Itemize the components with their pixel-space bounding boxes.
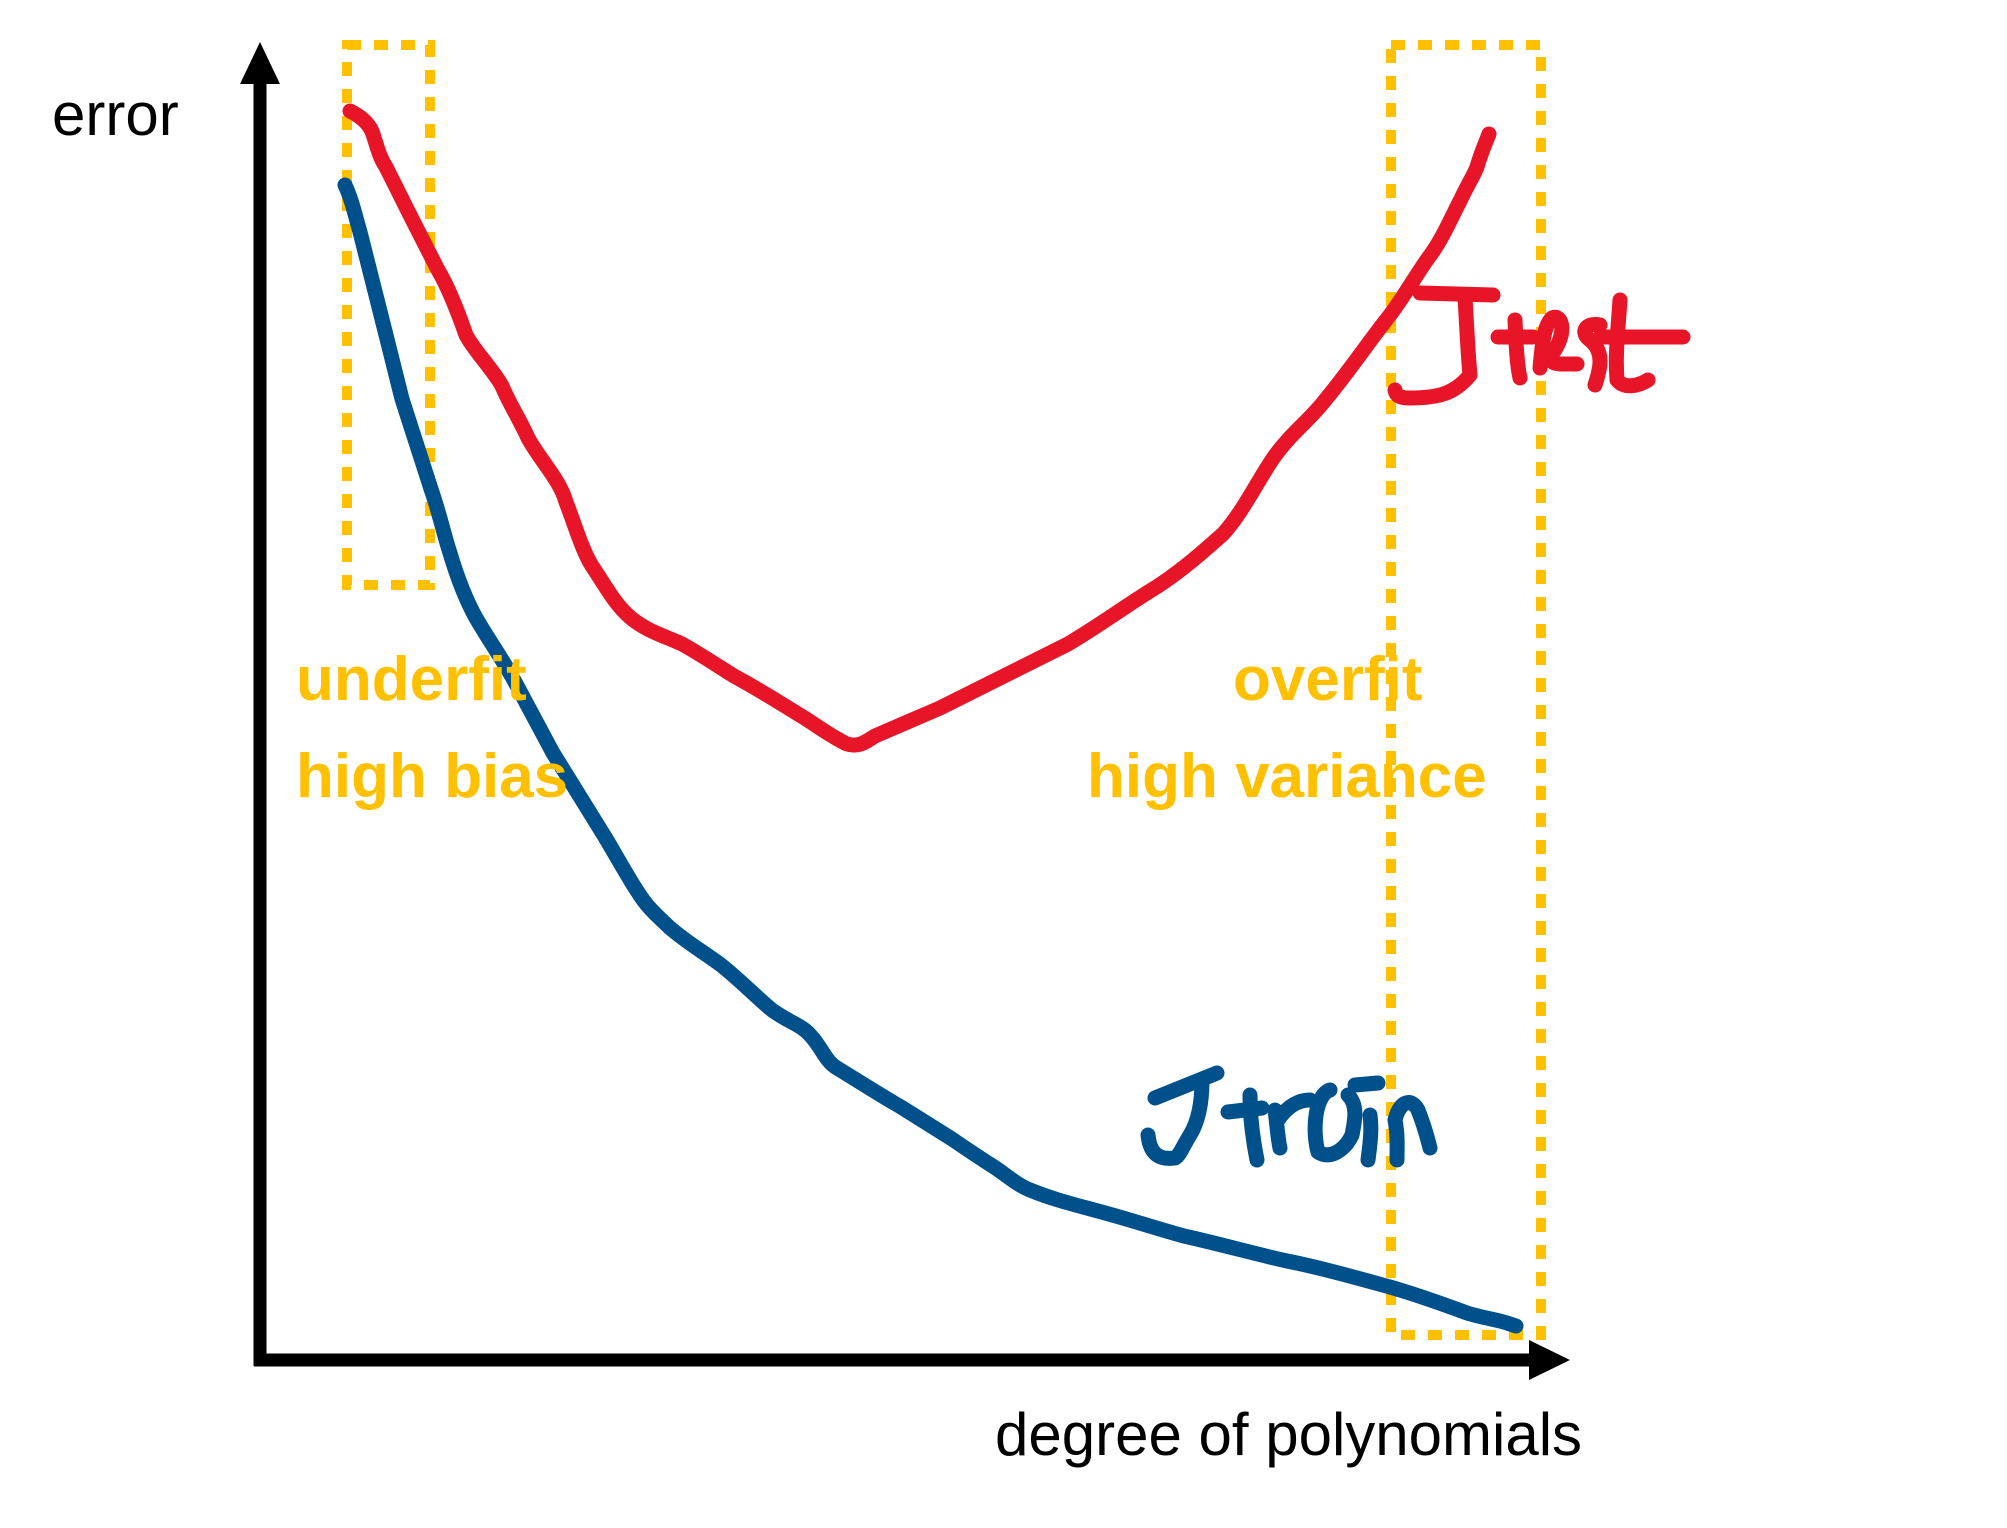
x-axis-label: degree of polynomials bbox=[995, 1401, 1582, 1468]
y-axis-label: error bbox=[52, 81, 179, 148]
overfit-region-box bbox=[1386, 40, 1546, 1340]
jtest-handwritten-label bbox=[1387, 285, 1691, 406]
x-axis bbox=[254, 1340, 1570, 1380]
y-axis bbox=[240, 42, 280, 1366]
underfit-region-box bbox=[342, 40, 435, 590]
high-variance-label: high variance bbox=[1087, 742, 1487, 811]
jtest-curve bbox=[342, 103, 1497, 753]
high-bias-label: high bias bbox=[296, 742, 568, 811]
jtrain-handwritten-label bbox=[1140, 1065, 1438, 1168]
y-axis-arrow-icon bbox=[240, 42, 280, 84]
jtrain-curve bbox=[337, 177, 1524, 1334]
underfit-label: underfit bbox=[296, 645, 527, 714]
x-axis-arrow-icon bbox=[1529, 1340, 1570, 1380]
overfit-label: overfit bbox=[1233, 645, 1422, 714]
